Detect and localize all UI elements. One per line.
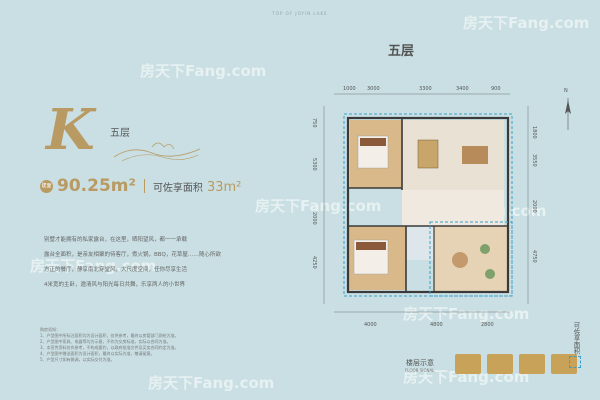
terrace-shared-outline <box>429 221 513 297</box>
pillow-icon <box>360 138 386 146</box>
dimension-top: 900 <box>491 86 501 92</box>
unit-letter: K <box>46 97 95 163</box>
dining-table-icon <box>462 146 488 164</box>
dimension-top: 3300 <box>419 86 432 92</box>
dimension-left: 2000 <box>311 212 317 225</box>
outer-wall <box>346 116 510 294</box>
shared-area-value: 33m² <box>206 180 242 195</box>
note-line: 购房须知： <box>40 327 60 332</box>
divider <box>143 179 145 193</box>
dimension-top: 3000 <box>367 86 380 92</box>
unit-floor: 五层 <box>110 128 130 139</box>
table-icon <box>452 252 468 268</box>
watermark: 房天下Fang.com <box>463 14 590 32</box>
note-line: 4、户型图中赠送面积为设计面积，最终以实际为准，敬请留意。 <box>40 351 155 356</box>
watermark: 房天下Fang.com <box>403 305 530 323</box>
feature-item: 4米宽的主卧，邀清风与阳光每日共舞，乐享两人的小世界 <box>44 282 186 288</box>
dimension-right: 3550 <box>531 154 537 167</box>
floor-title: 五层 <box>388 44 415 59</box>
cloud-decoration-icon <box>113 142 201 162</box>
note-line: 2、户型图中家具、电器等均为示意，不作为交房标准，实际以合同为准。 <box>40 339 171 344</box>
watermark: 房天下Fang.com <box>140 62 267 80</box>
legend-title: 楼层示意 <box>406 359 434 367</box>
dimension-top: 1000 <box>343 86 356 92</box>
area-badge: 建面 <box>40 179 53 193</box>
dimension-bottom: 4000 <box>364 322 377 328</box>
dimension-bottom: 2800 <box>481 322 494 328</box>
corridor <box>402 190 504 226</box>
bathroom <box>406 226 434 260</box>
watermark: 房天下Fang.com <box>148 374 275 392</box>
dimension-left: 4250 <box>311 256 317 269</box>
note-line: 1、户型图中所标注面积均为设计面积，仅供参考，最终以房管部门测绘为准。 <box>40 333 179 338</box>
watermark: 房天下Fang.com <box>30 257 157 275</box>
brand-text: TOP OF JOYIN LAKE <box>272 11 328 16</box>
notes: 购房须知： 1、户型图中所标注面积均为设计面积，仅供参考，最终以房管部门测绘为准… <box>40 327 280 363</box>
unit-area: 90.25m² <box>57 176 136 196</box>
dimension-left: 5300 <box>311 158 317 171</box>
compass-label: N <box>564 88 568 94</box>
plant-icon <box>480 244 490 254</box>
dimension-right: 2000 <box>531 200 537 213</box>
dimension-right: 1800 <box>531 126 537 139</box>
note-line: 3、本宣传资料仅作参考，不构成要约，以政府批准文件及买卖合同约定为准。 <box>40 345 179 350</box>
building-block-icon <box>455 354 481 374</box>
area-row: 建面 90.25m² 可佐享面积 33m² <box>40 176 241 196</box>
dimension-left: 750 <box>311 118 317 128</box>
legend-subtitle: FLOOR SIGNAL <box>405 368 435 373</box>
pillow-icon <box>356 242 386 250</box>
building-block-icon <box>487 354 513 374</box>
building-block-icon <box>519 354 545 374</box>
watermark: 房天下Fang.com <box>255 197 382 215</box>
floor-plan <box>323 93 529 313</box>
building-block-icon <box>551 354 577 374</box>
compass-icon <box>565 98 571 130</box>
terrace <box>434 226 508 292</box>
shared-area-swatch <box>569 356 581 368</box>
shared-area-label: 可佐享面积 <box>152 183 203 194</box>
shared-area-legend: 可佐享面积 <box>572 322 580 355</box>
feature-list: 别墅才能拥有的私家露台，在这里，晒阳望风，都一一承载 露台全面积，是亲友相聚的待… <box>44 236 221 296</box>
dimension-right: 4750 <box>531 250 537 263</box>
note-line: 5、户型尺寸如有微调，以实际交付为准。 <box>40 357 115 362</box>
plant-icon <box>485 269 495 279</box>
dimension-top: 3400 <box>456 86 469 92</box>
building-blocks <box>455 354 577 374</box>
feature-item: 露台全面积，是亲友相聚的待客厅，煮火锅，BBQ，花草屋……随心所欲 <box>44 252 221 258</box>
sofa-icon <box>417 139 439 169</box>
dimension-bottom: 4800 <box>430 322 443 328</box>
feature-item: 方正的餐厅，静享南北穿堂风，大尺度空间，任你尽享生活 <box>44 267 188 273</box>
feature-item: 别墅才能拥有的私家露台，在这里，晒阳望风，都一一承载 <box>44 237 188 243</box>
